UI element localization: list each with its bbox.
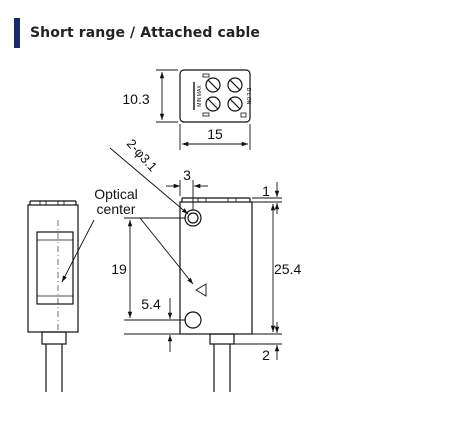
- face-mark-right: D L ON: [245, 88, 251, 105]
- section-header: Short range / Attached cable: [14, 18, 260, 48]
- dim-top-width: 15: [207, 126, 223, 142]
- label-center: center: [97, 201, 136, 217]
- dim-total-height: 25.4: [274, 261, 301, 277]
- dim-top-height: 10.3: [122, 91, 149, 107]
- dim-cable-gap: 2: [262, 347, 270, 363]
- side-view-body: [27, 200, 79, 392]
- dim-hole-bottom: 5.4: [141, 296, 161, 312]
- dim-top-gap: 1: [262, 183, 270, 199]
- dim-hole-offset: 3: [183, 167, 191, 183]
- label-optical: Optical: [94, 186, 138, 202]
- header-title: Short range / Attached cable: [30, 25, 261, 41]
- dim-hole-spec: 2-φ3.1: [124, 136, 161, 174]
- top-view-body: [179, 69, 251, 123]
- header-accent-bar: [14, 18, 20, 48]
- front-view-body: [179, 197, 253, 392]
- dim-hole-vertical: 19: [111, 261, 127, 277]
- face-mark-left: MIN MAX: [197, 85, 203, 107]
